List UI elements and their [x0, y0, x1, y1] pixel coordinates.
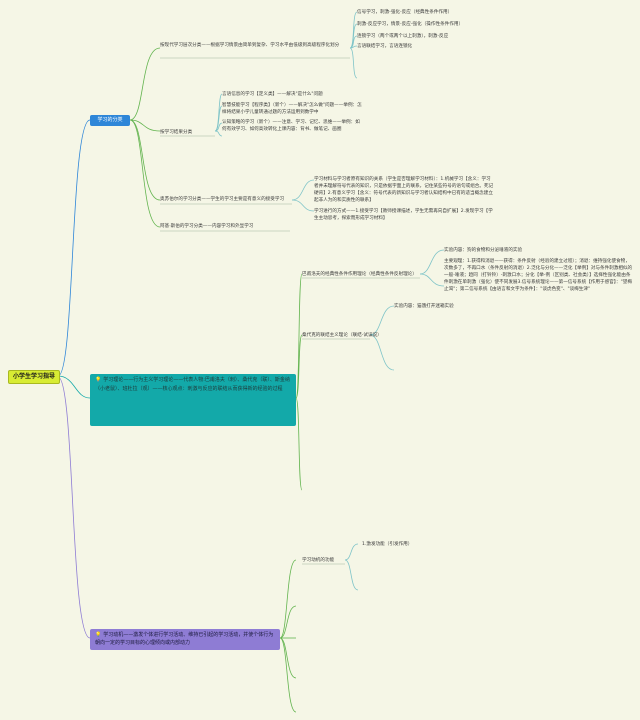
branch-learning-theory[interactable]: 💡学习理论——行为主义学习理论——代表人物:巴甫洛夫（刺）、桑代克（联）、斯金纳…	[90, 374, 296, 426]
topic-pavlov-theory[interactable]: 巴甫洛夫的经典性条件作用理论（经典性条件反射理论）	[302, 272, 417, 277]
mind-map-root[interactable]: 小学生学习指导	[8, 370, 60, 384]
item-thorndike-experiment: 实验内容：猫饿打开迷箱实验	[394, 304, 454, 309]
branch-learning-classification[interactable]: 学习的分类	[90, 115, 130, 126]
item-pavlov-experiment: 实验内容：狗的食物和分泌唾液的实验	[444, 248, 523, 253]
item-verbal-association: 言语联结学习，言语连锁化	[357, 44, 413, 49]
topic-hierarchy-classification[interactable]: 按现代学习层次分类——根据学习情景由简单到复杂、学习水平由低级到高级程序化划分	[160, 43, 340, 48]
branch-learning-motivation-text: 学习动机——激发个体进行学习活动、维持已引起的学习活动，并使个体行为朝向一定的学…	[95, 632, 274, 646]
item-material-relation: 学习材料与学习者原有知识的关系（学生是否理解学习材料）：1.机械学习【含义：学习…	[314, 177, 494, 203]
topic-reber-classification[interactable]: 阿基·斯伯的学习分类——内容学习和外显学习	[160, 224, 254, 229]
item-learning-method: 学习进行的方式——1.接受学习【教师授课描述，学生无需再向自扩展】2.发现学习【…	[314, 209, 493, 221]
item-stimulating-function: 1.激发功能（引发作用）	[362, 542, 413, 547]
item-cognitive-strategy: 认知策略的学习（新个）——注意、学习、记忆、思维——举例：如何有效学习、如何高效…	[222, 120, 360, 132]
branch-learning-motivation[interactable]: 💡学习动机——激发个体进行学习活动、维持已引起的学习活动，并使个体行为朝向一定的…	[90, 629, 280, 650]
item-verbal-information: 言语信息的学习【定义类】——解决"是什么"问题	[222, 92, 323, 97]
connector-root-branch2	[57, 375, 91, 399]
connector-root-branch3	[57, 376, 91, 639]
item-pavlov-principles: 主要观理：1.获得和消退——获得：条件反射（经验的建立过程）；消退：维持强化使食…	[444, 259, 633, 292]
item-chain-learning: 连锁学习（两个或两个以上刺激），刺激-反应	[357, 34, 449, 39]
lightbulb-icon: 💡	[95, 377, 102, 383]
topic-ausubel-classification[interactable]: 奥苏伯尔的学习分类——学生的学习主要是有意义的接受学习	[160, 197, 285, 202]
lightbulb-icon: 💡	[95, 632, 102, 638]
topic-motivation-function[interactable]: 学习动机的功能	[302, 558, 335, 563]
item-intellectual-skills: 智慧技能学习【程序类】（新个）——解决"怎么做"问题——举例：怎样将结果小学儿童…	[222, 103, 362, 115]
branch-learning-theory-text: 学习理论——行为主义学习理论——代表人物:巴甫洛夫（刺）、桑代克（联）、斯金纳（…	[95, 377, 290, 392]
item-stimulus-response-learning: 刺激-反应学习，情景-反应-强化（操作性条件作用）	[357, 22, 464, 27]
item-signal-learning: 信号学习，刺激-强化-反应（经典性条件作用）	[357, 10, 453, 15]
topic-thorndike-theory[interactable]: 桑代克的联结主义理论（联结-试误说）	[302, 333, 382, 338]
topic-result-classification[interactable]: 按学习结果分类	[160, 130, 193, 135]
connector-root-branch1	[57, 119, 91, 377]
